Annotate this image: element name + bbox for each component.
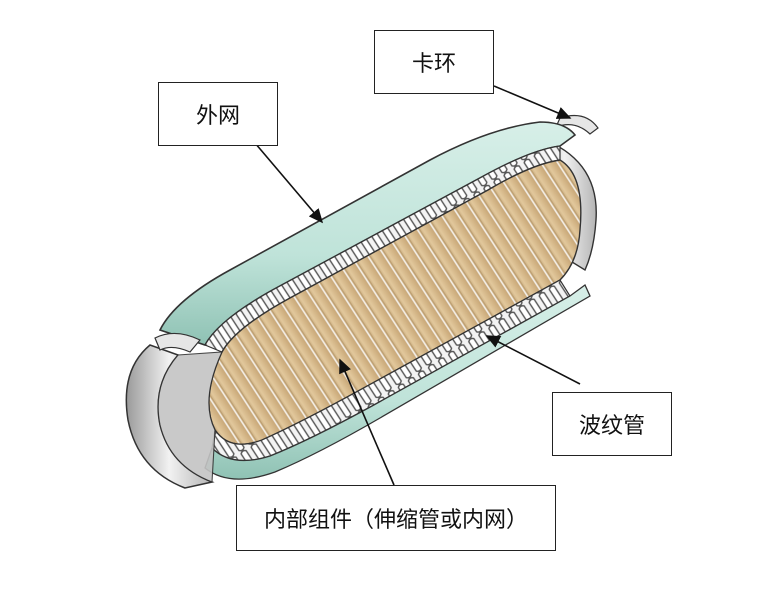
- pointer-bellows: [485, 335, 581, 385]
- outer-mesh-lower-edge: [204, 284, 591, 480]
- label-bellows: 波纹管: [552, 392, 672, 456]
- label-bellows-text: 波纹管: [578, 414, 645, 439]
- pointer-outer-mesh: [254, 142, 324, 224]
- label-clamp-ring-text: 卡环: [411, 52, 456, 77]
- label-inner-component: 内部组件（伸缩管或内网）: [236, 485, 556, 551]
- pointer-inner-component: [339, 358, 395, 486]
- near-end-ring: [125, 332, 223, 489]
- label-inner-component-text: 内部组件（伸缩管或内网）: [263, 508, 528, 533]
- far-end-ring: [530, 115, 599, 272]
- label-outer-mesh-text: 外网: [195, 104, 240, 129]
- pointer-clamp-ring: [493, 85, 572, 119]
- label-outer-mesh: 外网: [158, 82, 278, 146]
- label-clamp-ring: 卡环: [374, 30, 494, 94]
